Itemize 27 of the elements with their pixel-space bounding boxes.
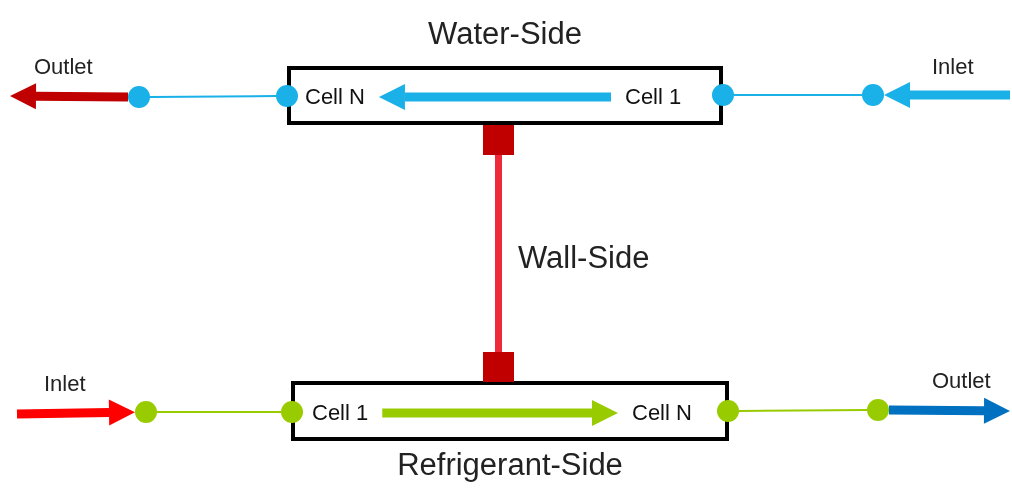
- port-dot: [717, 400, 739, 422]
- port-dot: [281, 401, 303, 423]
- flow-arrow: [888, 397, 1010, 424]
- port-dot: [276, 85, 298, 107]
- flow-arrow: [382, 400, 618, 426]
- flow-arrow: [884, 82, 1010, 108]
- cell-label: Cell 1: [312, 400, 369, 426]
- connector-line: [738, 409, 868, 412]
- wall-connector-square: [483, 125, 514, 155]
- port-dot: [862, 84, 884, 106]
- port-dot: [867, 399, 889, 421]
- side-title: Refrigerant-Side: [396, 447, 624, 483]
- flow-arrow: [16, 399, 135, 426]
- cell-label: Cell N: [632, 400, 692, 426]
- flow-arrow: [10, 83, 129, 110]
- wall-connector-square: [483, 352, 514, 382]
- side-title: Water-Side: [427, 16, 583, 52]
- cell-label: Cell 1: [625, 84, 682, 110]
- connector-line: [149, 95, 277, 98]
- wall-link-line: [495, 155, 502, 352]
- connector-line: [156, 411, 282, 413]
- port-dot: [135, 401, 157, 423]
- port-dot: [128, 86, 150, 108]
- flow-arrow: [378, 84, 611, 110]
- port-dot: [712, 84, 734, 106]
- connector-line: [733, 94, 863, 96]
- cell-label: Cell N: [305, 84, 365, 110]
